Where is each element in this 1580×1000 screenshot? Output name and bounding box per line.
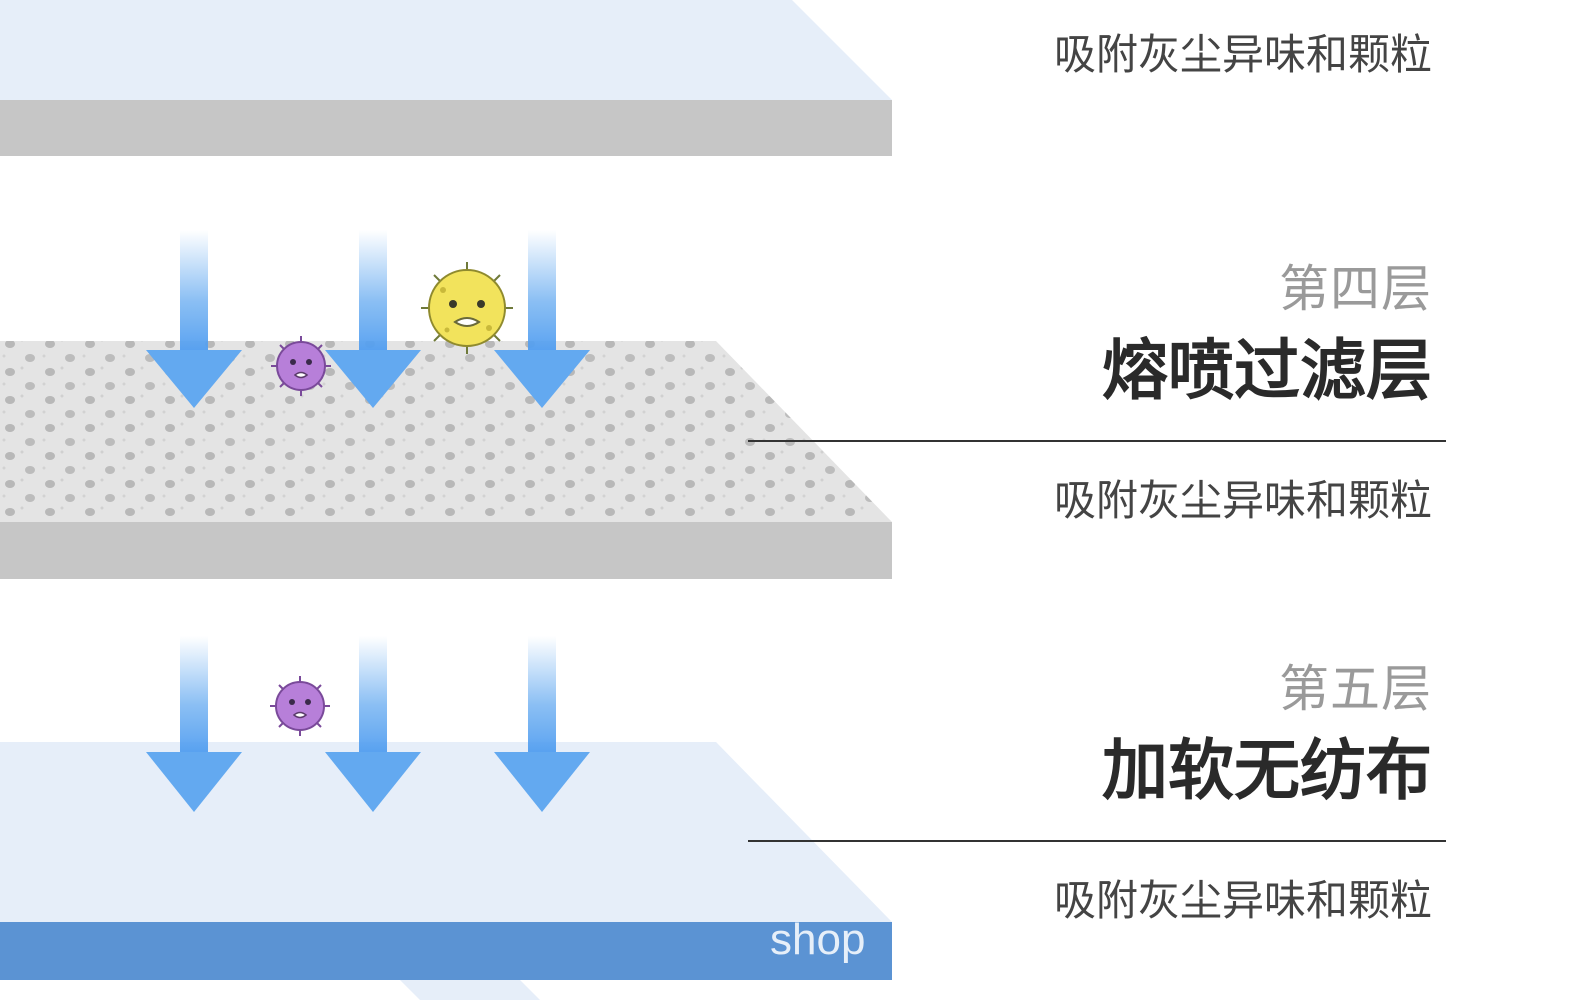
arrow-down-icon (325, 636, 421, 812)
arrow-down-icon (146, 230, 242, 408)
layer5-sheet (0, 742, 892, 1000)
germ-icon (421, 262, 513, 354)
layer4-number: 第四层 (1279, 260, 1432, 318)
layer4-description: 吸附灰尘异味和颗粒 (1053, 476, 1432, 525)
arrow-down-icon (146, 636, 242, 812)
arrow-down-icon (325, 230, 421, 408)
arrow-down-icon (494, 636, 590, 812)
layer4-name: 熔喷过滤层 (1102, 332, 1432, 409)
germ-icon (271, 336, 331, 396)
layer5-number: 第五层 (1279, 660, 1432, 718)
layer5-divider (748, 840, 1446, 842)
layer4-heading: 第四层 熔喷过滤层 (1102, 264, 1432, 404)
layer5-heading: 第五层 加软无纺布 (1102, 664, 1432, 804)
arrow-down-icon (494, 230, 590, 408)
layer4-divider (748, 440, 1446, 442)
watermark: shop (770, 915, 866, 964)
layer5-description: 吸附灰尘异味和颗粒 (1053, 876, 1432, 925)
layer3-sheet (0, 0, 892, 156)
layer5-name: 加软无纺布 (1102, 732, 1432, 809)
layer4-sheet (0, 341, 892, 579)
layer3-description: 吸附灰尘异味和颗粒 (1053, 30, 1432, 79)
germ-icon (270, 676, 330, 736)
